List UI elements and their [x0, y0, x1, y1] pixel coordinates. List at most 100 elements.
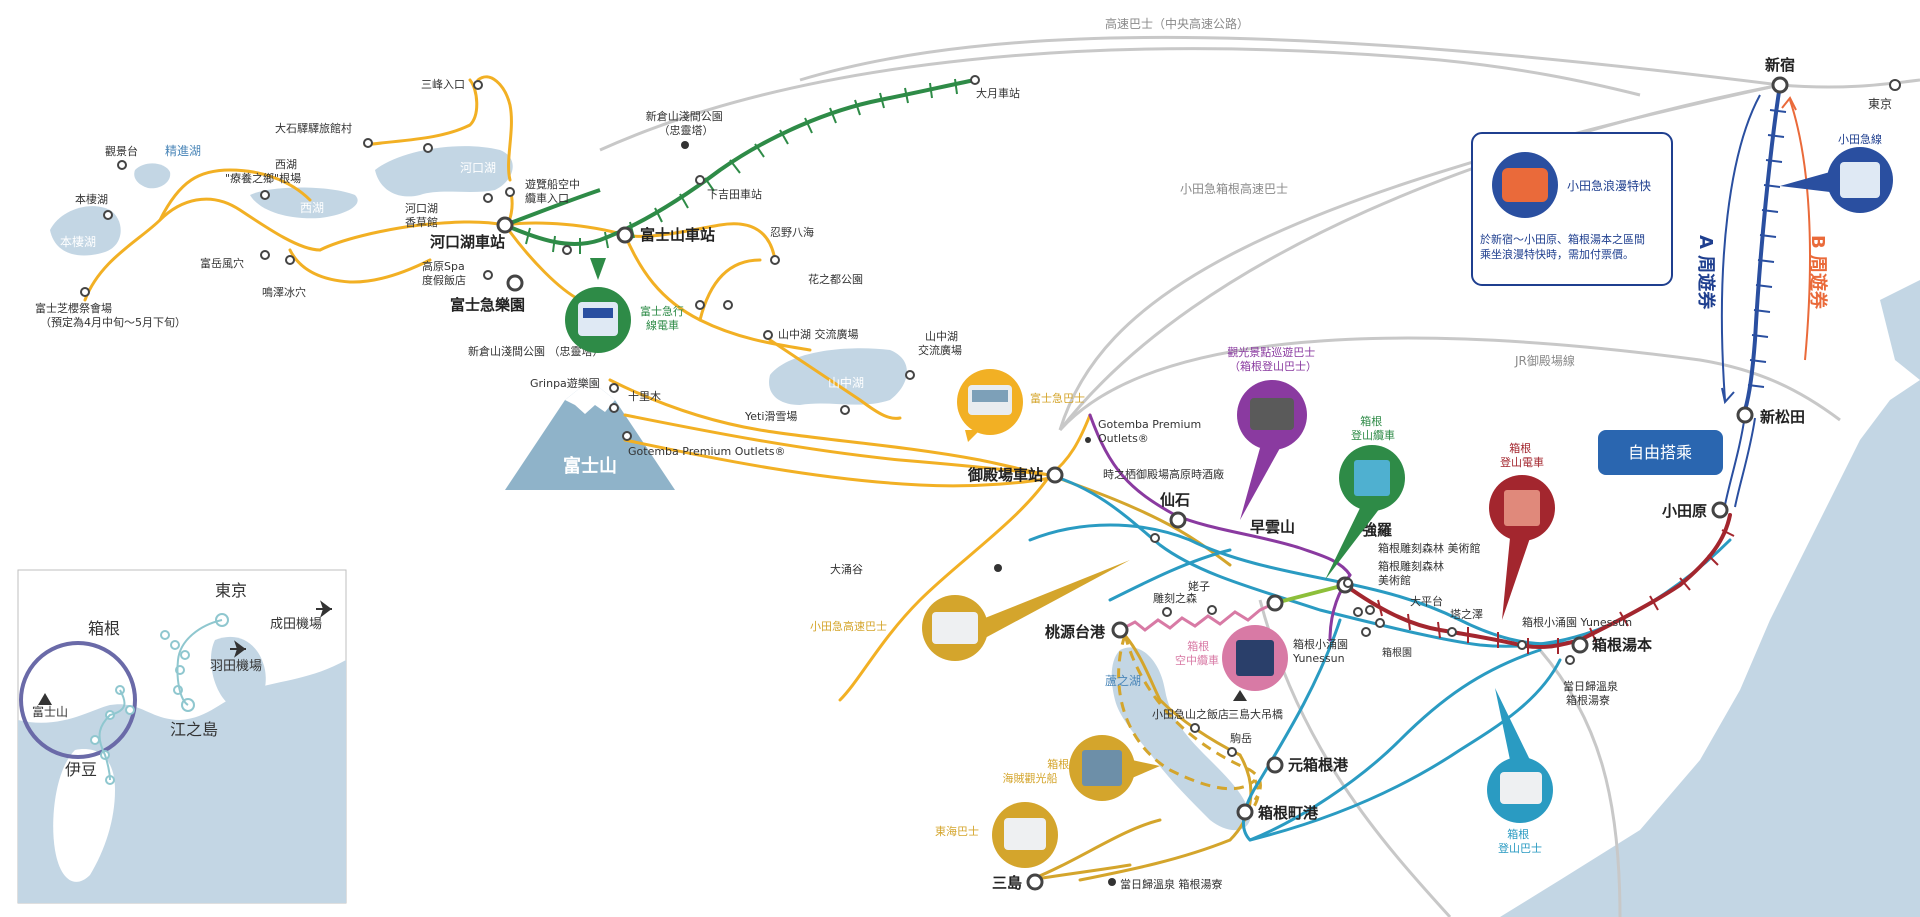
label-kohan-l1: 河口湖 [405, 202, 438, 215]
station-ubako[interactable] [1162, 607, 1172, 617]
icon-label-odakyu-line: 小田急線 [1838, 132, 1882, 146]
station-kawaguchiko-flower[interactable] [1150, 533, 1160, 543]
station-museum[interactable] [1365, 605, 1375, 615]
station-mishima[interactable] [1026, 873, 1044, 891]
station-oshino-2[interactable] [723, 300, 733, 310]
station-owakudani[interactable] [1207, 605, 1217, 615]
label-shinmatsuda: 新松田 [1760, 408, 1805, 426]
station-kankodai[interactable] [117, 160, 127, 170]
airplane-icon [316, 600, 332, 618]
station-hakoneen[interactable] [1190, 723, 1200, 733]
pirate-l2: 海賊觀光船 [1003, 771, 1058, 785]
label-museum: 箱根雕刻森林 美術館 [1378, 559, 1448, 587]
label-kohan-l2: 香草館 [405, 215, 438, 229]
station-shibazakura[interactable] [80, 287, 90, 297]
label-highland-spa: 高原Spa 度假飯店 [422, 259, 468, 287]
label-mitsutoge: 三峰入口 [421, 78, 465, 91]
lake-sai [250, 187, 358, 219]
inset-narita: 成田機場 [270, 617, 322, 632]
station-odawara[interactable] [1711, 501, 1729, 519]
station-highland-spa[interactable] [483, 270, 493, 280]
label-tonosawa: 箱根小涌園 Yunessun [1522, 615, 1632, 629]
station-fuketsu[interactable] [260, 250, 270, 260]
fujikyu-train-l1: 富士急行 [640, 304, 684, 318]
station-yamanaka-plaza[interactable] [905, 370, 915, 380]
station-outlets[interactable] [1085, 437, 1091, 443]
label-owakudani: 姥子 [1188, 579, 1210, 593]
label-chokoku: 箱根雕刻森林 美術館 [1378, 541, 1481, 555]
icon-label-tokai-bus: 東海巴士 [935, 824, 979, 838]
station-jurigi[interactable] [622, 431, 632, 441]
sightseeing-l1: 觀光景點巡遊巴士 [1227, 345, 1315, 359]
label-tenseien-l1: 當日歸溫泉 [1563, 679, 1618, 693]
ropeway-line [1118, 601, 1277, 632]
label-motohakone: 元箱根港 [1288, 756, 1349, 774]
lake-labels: 河口湖 西湖 精進湖 本棲湖 山中湖 蘆之湖 [60, 143, 1141, 688]
station-yeti[interactable] [609, 383, 619, 393]
station-motosu[interactable] [103, 210, 113, 220]
icon-label-pirate-ship: 箱根 海賊觀光船 [1003, 757, 1073, 785]
station-yamanohotel[interactable] [1227, 747, 1237, 757]
station-otsuki[interactable] [970, 75, 980, 85]
station-grinpa[interactable] [609, 403, 619, 413]
station-tokyo[interactable] [1889, 79, 1901, 91]
label-shinjuku: 新宿 [1765, 56, 1795, 74]
station-fujiq[interactable] [506, 274, 524, 292]
inset-fuji: 富士山 [32, 704, 68, 719]
station-kawaguchiko[interactable] [496, 216, 514, 234]
label-museum-l2: 美術館 [1378, 573, 1411, 587]
route-label-chuo: 高速巴士（中央高速公路） [1105, 16, 1249, 31]
inset-enoshima: 江之島 [170, 720, 218, 739]
station-mitsutoge[interactable] [473, 80, 483, 90]
station-ohiradai[interactable] [1447, 627, 1457, 637]
station-miyanoshita[interactable] [1375, 618, 1385, 628]
station-ninja[interactable] [770, 255, 780, 265]
station-soun[interactable] [1266, 594, 1284, 612]
station-hyoketsu[interactable] [285, 255, 295, 265]
station-motohakone[interactable] [1266, 756, 1284, 774]
station-fujiq-bus[interactable] [562, 245, 572, 255]
station-chokoku[interactable] [1343, 578, 1353, 588]
label-saiko: 西湖 "療養之鄉"根場 [225, 158, 301, 185]
lake-label-motosu: 本棲湖 [60, 234, 96, 249]
lake-ashi [1111, 647, 1250, 831]
station-shimoyoshida[interactable] [695, 175, 705, 185]
label-gotemba: 御殿場車站 [967, 466, 1043, 484]
free-ride-badge[interactable]: 自由搭乘 [1598, 430, 1723, 475]
label-ropeway-l1: 遊覽船空中 [525, 177, 580, 191]
label-komagatake: 三島大吊橋 [1228, 707, 1283, 721]
station-sengoku[interactable] [1169, 511, 1187, 529]
station-saiko[interactable] [260, 190, 270, 200]
station-tenseien[interactable] [1565, 655, 1575, 665]
label-spa-l2: 度假飯店 [422, 273, 466, 287]
label-sengen-l2: （忠靈塔） [659, 124, 714, 137]
station-gotemba[interactable] [1046, 466, 1064, 484]
station-shinmatsuda[interactable] [1736, 406, 1754, 424]
lake-label-kawaguchi: 河口湖 [460, 160, 496, 175]
ropeway-l1: 箱根 [1187, 639, 1209, 653]
station-kohan[interactable] [483, 193, 493, 203]
station-shinjuku[interactable] [1771, 76, 1789, 94]
station-tonosawa[interactable] [1517, 640, 1527, 650]
station-hakone-yumoto[interactable] [1571, 636, 1589, 654]
station-kowakien[interactable] [1353, 607, 1363, 617]
station-oshino[interactable] [695, 300, 705, 310]
mountain-label: 富士山 [563, 455, 617, 477]
station-oishi-2[interactable] [423, 143, 433, 153]
right-coast [1880, 280, 1920, 380]
station-mishima-bridge[interactable] [1108, 878, 1116, 886]
cable-car-line [1273, 583, 1347, 605]
label-sengoku: 仙石 [1160, 491, 1190, 509]
station-oishi[interactable] [363, 138, 373, 148]
station-sengen-park[interactable] [681, 141, 689, 149]
inset-rail [98, 619, 223, 781]
station-fujisan[interactable] [616, 226, 634, 244]
station-hakonemachi[interactable] [1236, 803, 1254, 821]
station-togendai[interactable] [1111, 621, 1129, 639]
station-hananomiyako[interactable] [763, 330, 773, 340]
station-kowakudani[interactable] [1361, 627, 1371, 637]
station-tokinosumika[interactable] [994, 564, 1002, 572]
station-yamanaka-asahi[interactable] [840, 405, 850, 415]
station-ropeway-kawaguchi[interactable] [505, 187, 515, 197]
